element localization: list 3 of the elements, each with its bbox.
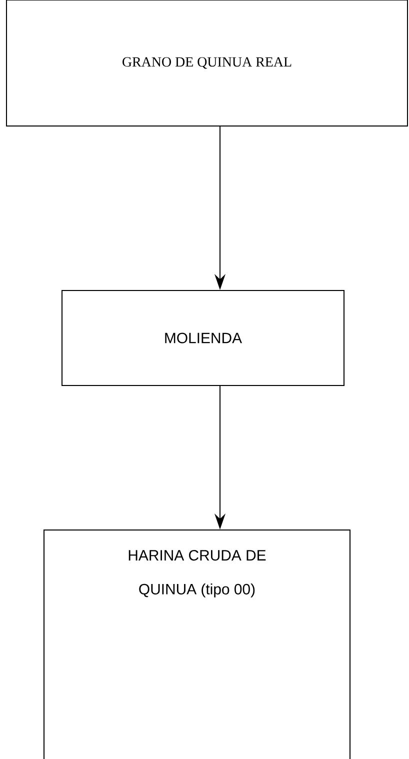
process-box: MOLIENDA (62, 290, 344, 386)
process-box: HARINA CRUDA DE QUINUA (tipo 00) (44, 530, 350, 759)
process-box: GRANO DE QUINUA REAL (6, 0, 408, 126)
